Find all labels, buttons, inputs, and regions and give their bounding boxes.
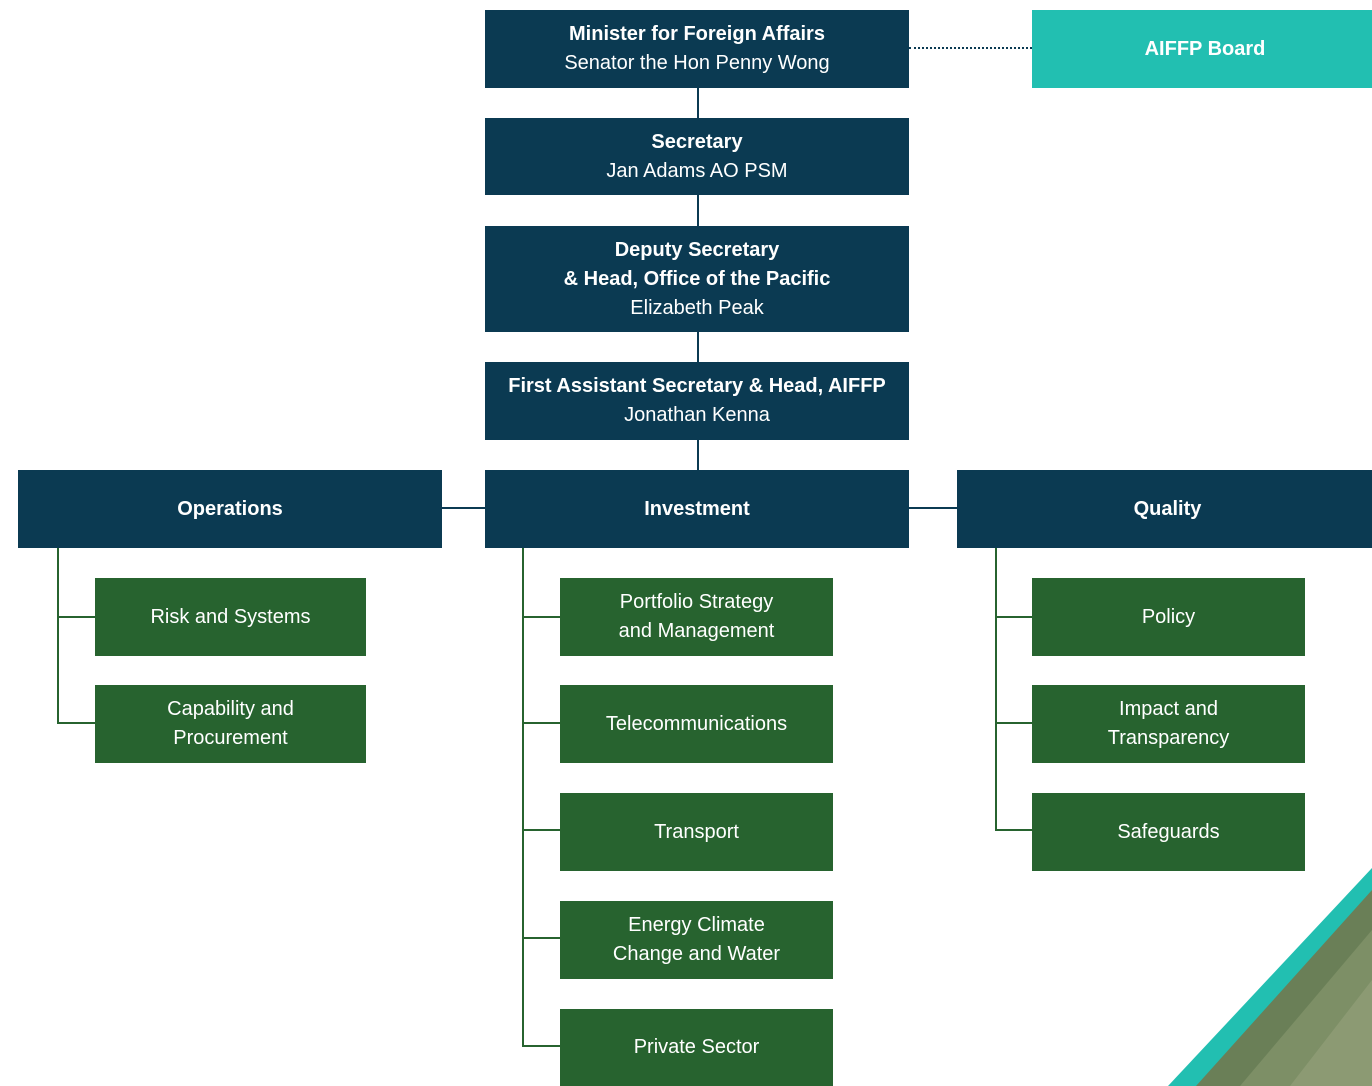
investment-tree-branch: [522, 616, 560, 618]
unit-label-line1: Transport: [654, 820, 739, 843]
investment-division-box: Investment: [485, 470, 909, 548]
unit-capability-and-procurement: Capability and Procurement: [95, 685, 366, 763]
deputy-title-line2: & Head, Office of the Pacific: [563, 267, 831, 290]
connector-minister-secretary: [697, 88, 699, 118]
unit-label-line1: Private Sector: [633, 1036, 760, 1058]
connector-deputy-fas: [697, 332, 699, 362]
connector-minister-board: [909, 47, 1032, 49]
minister-title: Minister for Foreign Affairs: [569, 23, 825, 45]
unit-label-line1: Risk and Systems: [150, 605, 311, 628]
operations-title: Operations: [177, 497, 283, 520]
quality-tree-branch: [995, 616, 1032, 618]
first-assistant-secretary-box: First Assistant Secretary & Head, AIFFP …: [485, 362, 909, 440]
unit-private-sector: Private Sector: [560, 1009, 833, 1086]
unit-transport: Transport: [560, 793, 833, 871]
unit-label-line1: Portfolio Strategy: [619, 591, 774, 613]
operations-tree-branch: [57, 616, 95, 618]
quality-tree-branch: [995, 829, 1032, 831]
connector-fas-investment: [697, 440, 699, 470]
unit-label-line1: Safeguards: [1117, 820, 1220, 843]
operations-tree-trunk: [57, 548, 59, 723]
unit-label-line1: Telecommunications: [605, 712, 788, 735]
unit-label-line1: Capability and: [167, 698, 294, 720]
unit-label-line2: Procurement: [173, 727, 288, 749]
aiffp-board-box: AIFFP Board: [1032, 10, 1372, 88]
deputy-name: Elizabeth Peak: [630, 296, 764, 319]
minister-box: Minister for Foreign Affairs Senator the…: [485, 10, 909, 88]
unit-impact-and-transparency: Impact and Transparency: [1032, 685, 1305, 763]
investment-tree-branch: [522, 937, 560, 939]
unit-energy-climate-water: Energy Climate Change and Water: [560, 901, 833, 979]
investment-tree-branch: [522, 1045, 560, 1047]
secretary-name: Jan Adams AO PSM: [606, 159, 788, 182]
connector-operations-investment: [442, 507, 485, 509]
quality-tree-trunk: [995, 548, 997, 831]
connector-secretary-deputy: [697, 195, 699, 226]
unit-label-line1: Policy: [1141, 605, 1196, 628]
unit-label-line2: Change and Water: [612, 943, 781, 965]
fas-title: First Assistant Secretary & Head, AIFFP: [508, 375, 886, 397]
deputy-secretary-box: Deputy Secretary & Head, Office of the P…: [485, 226, 909, 332]
unit-label-line2: and Management: [618, 620, 775, 642]
aiffp-board-title: AIFFP Board: [1144, 37, 1266, 60]
quality-title: Quality: [1133, 497, 1202, 520]
investment-title: Investment: [644, 497, 750, 520]
operations-tree-branch: [57, 722, 95, 724]
investment-tree-branch: [522, 829, 560, 831]
unit-portfolio-strategy: Portfolio Strategy and Management: [560, 578, 833, 656]
secretary-title: Secretary: [651, 130, 743, 153]
investment-tree-branch: [522, 722, 560, 724]
unit-label-line1: Impact and: [1119, 698, 1218, 720]
fas-name: Jonathan Kenna: [624, 404, 770, 426]
operations-division-box: Operations: [18, 470, 442, 548]
deputy-title-line1: Deputy Secretary: [614, 238, 780, 261]
secretary-box: Secretary Jan Adams AO PSM: [485, 118, 909, 195]
unit-safeguards: Safeguards: [1032, 793, 1305, 871]
quality-tree-branch: [995, 722, 1032, 724]
minister-name: Senator the Hon Penny Wong: [564, 52, 830, 74]
quality-division-box: Quality: [957, 470, 1372, 548]
unit-telecommunications: Telecommunications: [560, 685, 833, 763]
unit-label-line2: Transparency: [1107, 727, 1230, 749]
unit-policy: Policy: [1032, 578, 1305, 656]
connector-investment-quality: [909, 507, 957, 509]
unit-label-line1: Energy Climate: [628, 914, 765, 936]
investment-tree-trunk: [522, 548, 524, 1047]
unit-risk-and-systems: Risk and Systems: [95, 578, 366, 656]
